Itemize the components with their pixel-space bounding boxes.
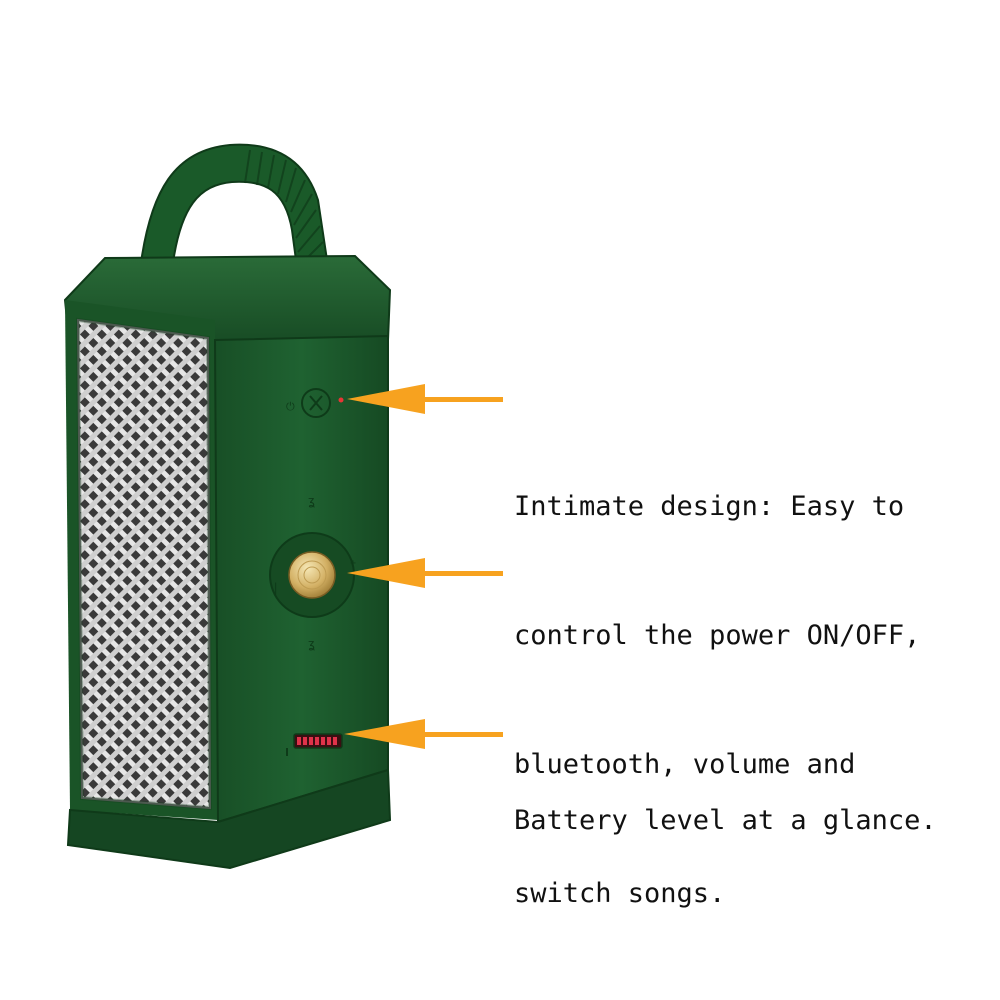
bluetooth-power-button[interactable] — [301, 388, 331, 418]
previous-track-icon: | — [272, 581, 279, 595]
control-dial[interactable] — [269, 532, 355, 618]
callout-line: control the power ON/OFF, — [514, 620, 921, 651]
power-symbol-icon: ⏻ — [286, 400, 295, 413]
arrow-left-icon — [347, 558, 503, 588]
arrow-left-icon — [347, 384, 503, 414]
volume-up-icon: ʓ — [308, 494, 315, 508]
volume-down-icon: ʓ — [308, 637, 315, 651]
speaker-grille — [65, 300, 218, 820]
battery-tick — [286, 748, 288, 756]
next-track-icon: + — [350, 558, 356, 569]
power-indicator-led — [338, 397, 344, 403]
callout-line: bluetooth, volume and — [514, 749, 856, 780]
bluetooth-icon — [309, 395, 323, 411]
controls-callout: Intimate design: Easy to control the pow… — [514, 399, 920, 958]
arrow-left-icon — [344, 719, 503, 749]
speaker-bottom — [66, 768, 392, 870]
callout-line: switch songs. — [514, 878, 726, 909]
battery-indicator — [293, 733, 343, 749]
callout-line: Intimate design: Easy to — [514, 491, 905, 522]
callout-line: Battery level at a glance. — [514, 805, 937, 836]
battery-callout: Battery level at a glance. — [514, 713, 937, 885]
